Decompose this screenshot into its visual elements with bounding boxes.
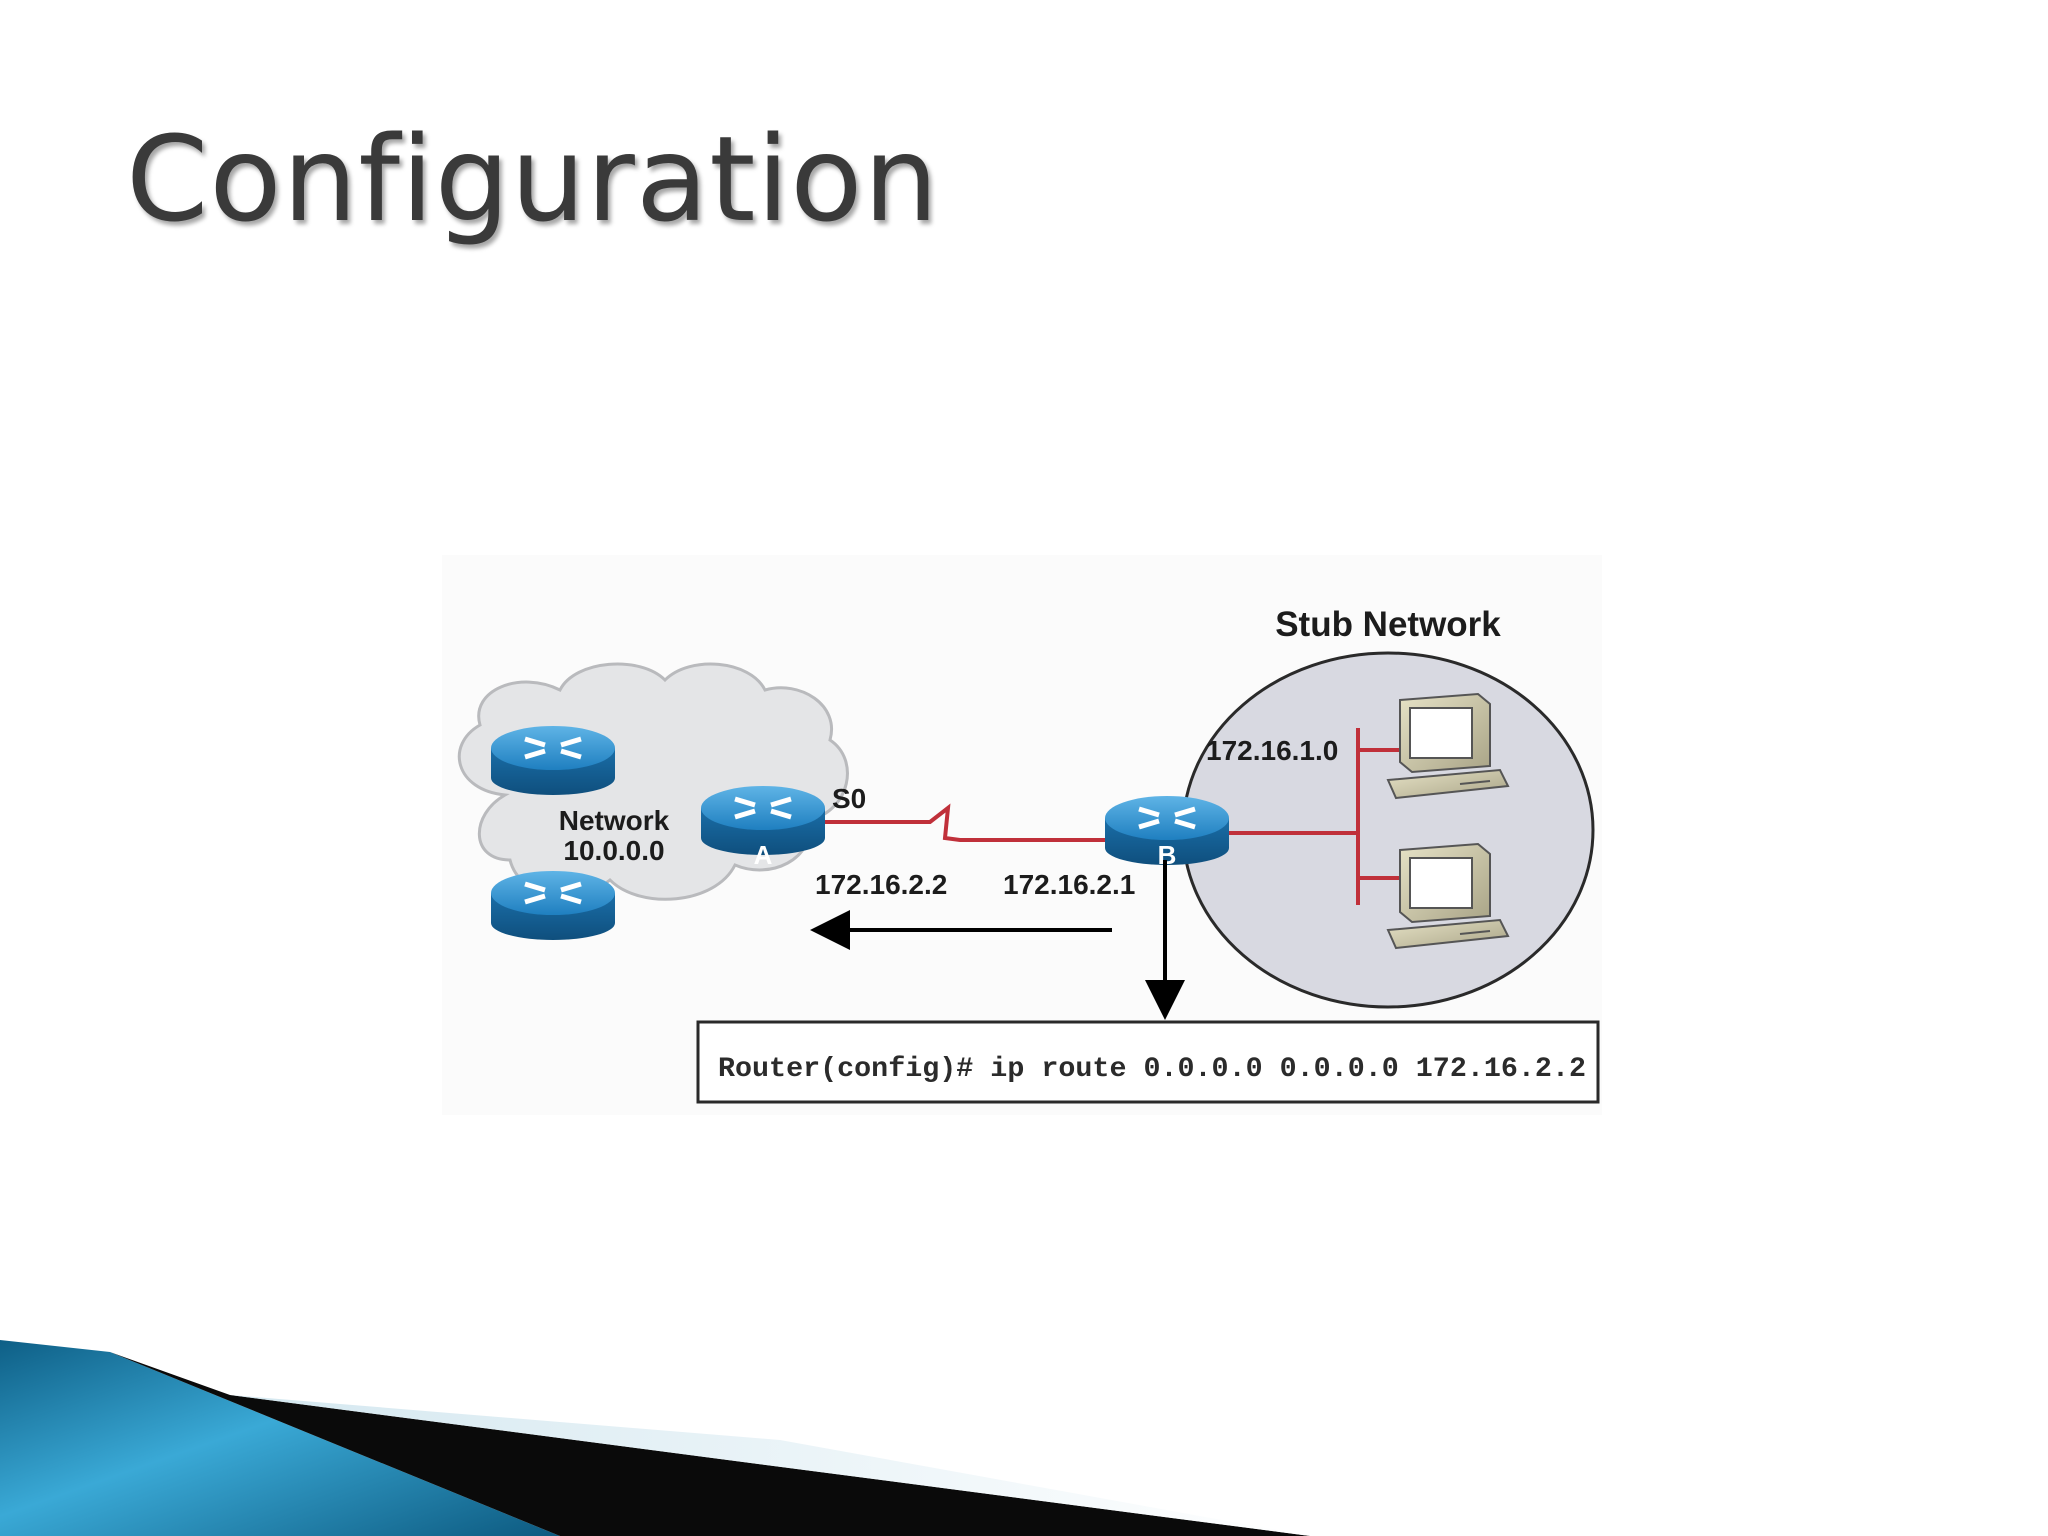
router-b-label: B <box>1158 840 1177 870</box>
command-text: Router(config)# ip route 0.0.0.0 0.0.0.0… <box>718 1054 1586 1085</box>
network-address-label: 10.0.0.0 <box>563 835 664 866</box>
router-a-icon <box>701 786 825 855</box>
stub-subnet-label: 172.16.1.0 <box>1206 735 1338 766</box>
router-a-label: A <box>754 840 773 870</box>
computer-icon <box>1386 692 1510 800</box>
router-b-icon <box>1105 796 1229 865</box>
computer-icon <box>1386 842 1510 950</box>
interface-s0-label: S0 <box>832 783 866 814</box>
router-icon <box>491 871 615 940</box>
command-box <box>696 1020 1600 1104</box>
router-icon <box>491 726 615 795</box>
serial-link <box>820 803 1115 842</box>
stub-network-area <box>1181 651 1595 1009</box>
router-b-ip-label: 172.16.2.1 <box>1003 869 1135 900</box>
network-label: Network <box>559 805 670 836</box>
decorative-swoosh <box>0 1340 1310 1536</box>
lan-lines <box>1225 728 1400 905</box>
stub-network-label: Stub Network <box>1275 605 1501 644</box>
slide-title: Configuration <box>126 110 940 248</box>
router-a-ip-label: 172.16.2.2 <box>815 869 947 900</box>
